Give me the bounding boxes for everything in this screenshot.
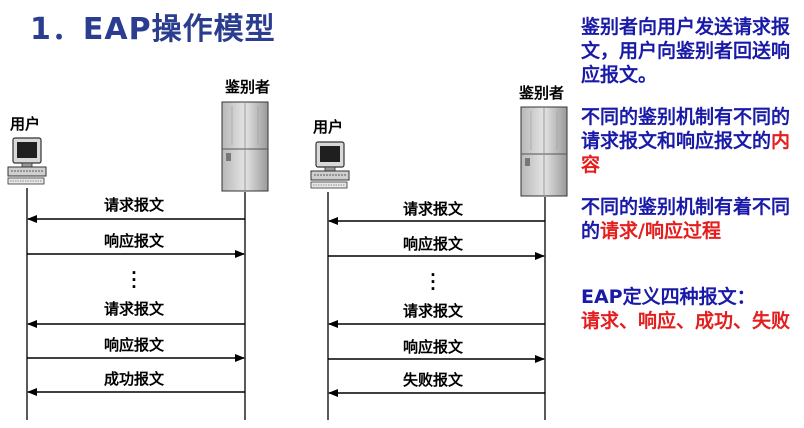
right-authenticator-server-icon [520, 106, 568, 197]
note-content-highlight: 内容 [581, 130, 791, 176]
note-process-highlight: 请求/响应过程 [600, 220, 721, 242]
left-ellipsis: ··· [131, 264, 137, 296]
note-different-content-text: 不同的鉴别机制有不同的请求报文和响应报文的 [581, 106, 791, 152]
note-different-content: 不同的鉴别机制有不同的请求报文和响应报文的内容 [581, 105, 796, 177]
note-four-messages-heading: EAP定义四种报文： [581, 286, 756, 308]
right-msg-request-1: 请求报文 [402, 200, 463, 218]
note-four-messages: EAP定义四种报文： 请求、响应、成功、失败 [581, 285, 796, 333]
left-user-computer-icon [7, 137, 47, 185]
left-msg-success: 成功报文 [103, 370, 164, 388]
note-four-messages-list: 请求、响应、成功、失败 [581, 310, 791, 332]
left-msg-request-1: 请求报文 [103, 196, 164, 214]
left-msg-response-1: 响应报文 [103, 232, 164, 250]
right-user-computer-icon [310, 141, 350, 189]
left-msg-request-2: 请求报文 [103, 300, 164, 318]
left-authenticator-server-icon [221, 101, 269, 192]
page-title: 1．EAP操作模型 [30, 12, 276, 47]
right-msg-failure: 失败报文 [402, 371, 463, 389]
right-msg-request-2: 请求报文 [402, 302, 463, 320]
left-msg-response-2: 响应报文 [103, 336, 164, 354]
right-msg-response-2: 响应报文 [402, 338, 463, 356]
right-user-label: 用户 [313, 118, 344, 136]
left-user-label: 用户 [10, 115, 41, 133]
right-ellipsis: ··· [430, 266, 436, 298]
note-request-response: 鉴别者向用户发送请求报文，用户向鉴别者回送响应报文。 [581, 15, 796, 87]
note-request-response-text: 鉴别者向用户发送请求报文，用户向鉴别者回送响应报文。 [581, 16, 791, 86]
right-msg-response-1: 响应报文 [402, 235, 463, 253]
right-authenticator-label: 鉴别者 [519, 84, 565, 102]
note-different-process: 不同的鉴别机制有着不同的请求/响应过程 [581, 195, 796, 243]
left-authenticator-label: 鉴别者 [225, 78, 271, 96]
note-different-process-text: 不同的鉴别机制有着不同的 [581, 196, 791, 242]
